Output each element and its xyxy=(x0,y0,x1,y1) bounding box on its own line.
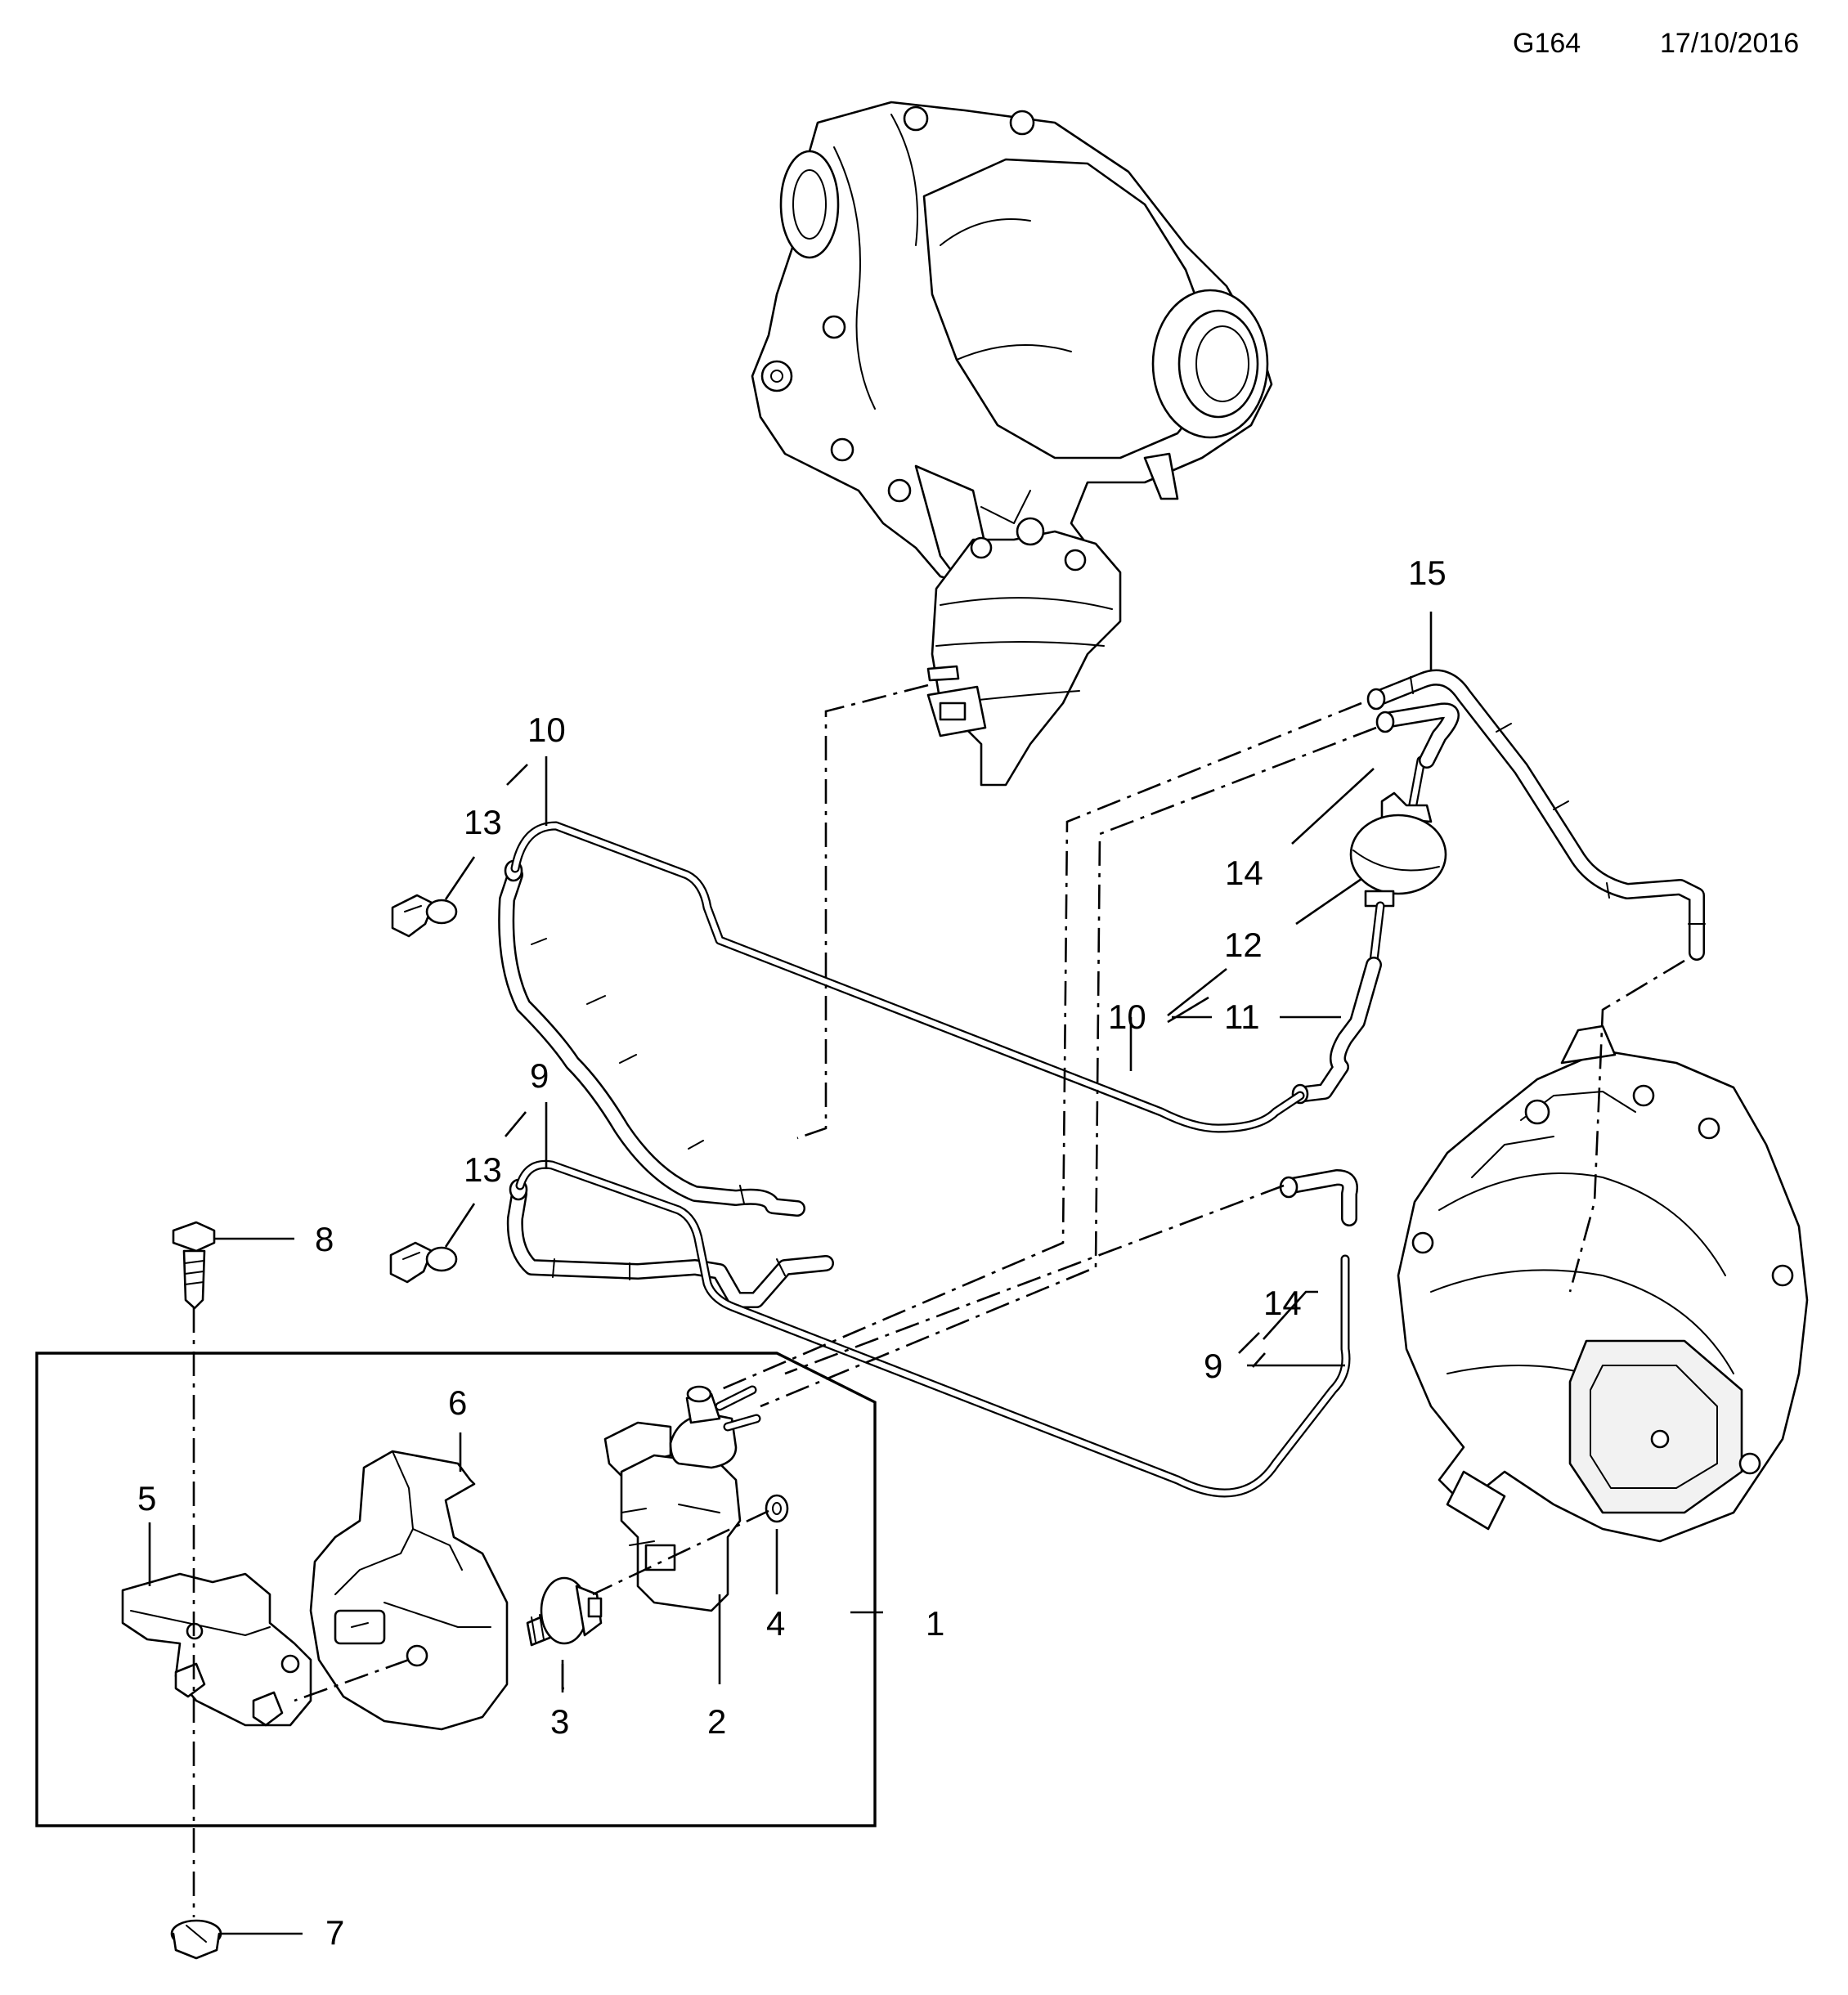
callout-13-upper: 13 xyxy=(464,803,502,841)
hose-14-lower xyxy=(1279,1169,1358,1226)
callout-8: 8 xyxy=(315,1220,334,1258)
damper-3 xyxy=(526,1576,603,1647)
diagram-date: 17/10/2016 xyxy=(1660,28,1800,59)
vacuum-reservoir-12 xyxy=(1349,755,1447,966)
hose-11 xyxy=(1291,957,1382,1105)
hose-15 xyxy=(1366,669,1706,961)
callout-10-upper: 10 xyxy=(527,711,566,749)
callout-3: 3 xyxy=(550,1702,569,1741)
callout-14-upper: 14 xyxy=(1225,854,1263,892)
callout-2: 2 xyxy=(707,1702,726,1741)
washer-4 xyxy=(765,1494,789,1523)
bolt-8 xyxy=(172,1221,216,1310)
callout-10-lower: 10 xyxy=(1108,998,1146,1036)
connection-lines xyxy=(192,684,1685,1917)
callout-9-lower: 9 xyxy=(1204,1347,1222,1385)
callout-11: 11 xyxy=(1224,998,1260,1036)
pipe-9 xyxy=(515,1159,1351,1498)
pipe-10 xyxy=(510,821,1305,1133)
callout-15: 15 xyxy=(1408,554,1447,592)
bracket-5 xyxy=(121,1572,312,1727)
turbocharger-illustration xyxy=(751,101,1273,787)
callout-14-lower: 14 xyxy=(1263,1284,1302,1322)
cover-6 xyxy=(309,1450,509,1731)
intake-manifold-illustration xyxy=(1397,1024,1809,1543)
clip-13-upper xyxy=(391,894,458,938)
clip-13-lower xyxy=(389,1241,458,1284)
callout-12: 12 xyxy=(1224,926,1263,964)
callout-13-lower: 13 xyxy=(464,1150,502,1189)
solenoid-valve-2 xyxy=(603,1385,761,1612)
callout-1: 1 xyxy=(926,1604,944,1643)
nut-7 xyxy=(170,1919,222,1960)
callout-5: 5 xyxy=(137,1479,156,1518)
callout-4: 4 xyxy=(766,1604,785,1643)
leader-lines xyxy=(148,612,1433,1935)
callout-7: 7 xyxy=(325,1913,344,1952)
diagram-code: G164 xyxy=(1513,28,1581,59)
callout-6: 6 xyxy=(448,1383,467,1422)
callout-labels: 1 2 3 4 5 6 7 8 9 9 10 10 11 12 13 13 14… xyxy=(137,554,1447,1952)
hose-9-left xyxy=(506,1178,834,1308)
hose-10-left xyxy=(498,859,805,1217)
callout-9-upper: 9 xyxy=(530,1056,549,1095)
assembly-1-box xyxy=(35,1352,877,1827)
